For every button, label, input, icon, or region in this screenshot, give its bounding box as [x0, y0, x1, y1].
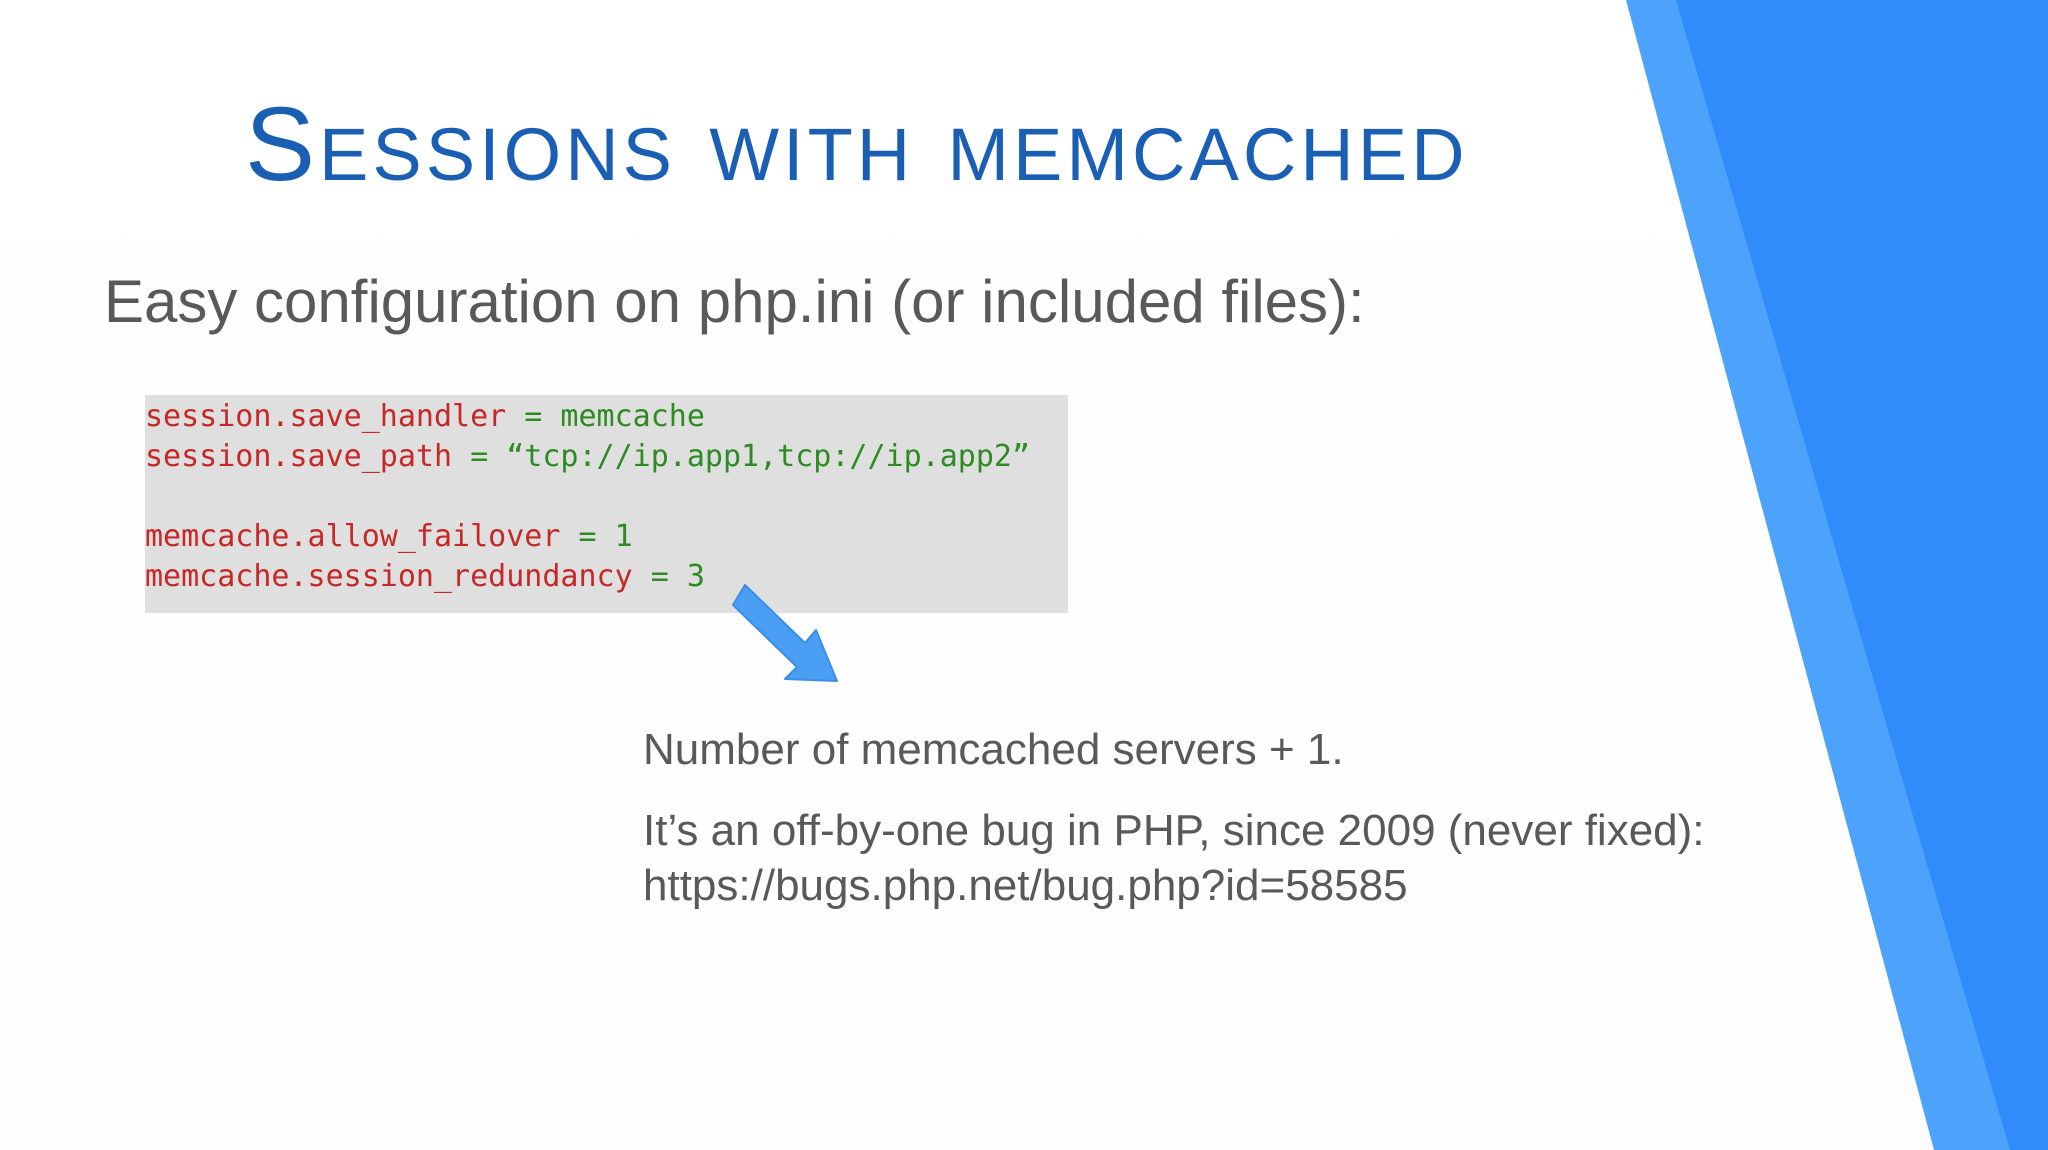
note-server-count: Number of memcached servers + 1. — [643, 725, 1344, 774]
code-key: memcache.session_redundancy — [145, 559, 633, 594]
code-line: memcache.session_redundancy = 3 — [145, 557, 1068, 597]
notes: Number of memcached servers + 1. It’s an… — [643, 722, 1705, 939]
code-line: memcache.allow_failover = 1 — [145, 517, 1068, 557]
slide-title: Sessions with memcached — [245, 86, 1469, 203]
bug-report-link[interactable]: https://bugs.php.net/bug.php?id=58585 — [643, 861, 1408, 910]
code-value: “tcp://ip.app1,tcp://ip.app2” — [506, 439, 1031, 474]
code-line: session.save_handler = memcache — [145, 397, 1068, 437]
code-block: session.save_handler = memcache session.… — [145, 395, 1068, 613]
code-key: session.save_handler — [145, 399, 507, 434]
code-key: memcache.allow_failover — [145, 519, 561, 554]
slide-subtitle: Easy configuration on php.ini (or includ… — [104, 268, 1365, 335]
code-operator: = — [632, 559, 687, 594]
code-operator: = — [452, 439, 507, 474]
code-value: memcache — [560, 399, 705, 434]
code-operator: = — [506, 399, 561, 434]
note-bug: It’s an off-by-one bug in PHP, since 200… — [643, 803, 1705, 913]
code-operator: = — [560, 519, 615, 554]
note-bug-text: It’s an off-by-one bug in PHP, since 200… — [643, 806, 1705, 855]
arrow-shape — [732, 584, 838, 682]
code-value: 1 — [614, 519, 633, 554]
accent-band-dark — [1676, 0, 2048, 1150]
code-key: session.save_path — [145, 439, 453, 474]
code-value: 3 — [686, 559, 705, 594]
code-line: session.save_path = “tcp://ip.app1,tcp:/… — [145, 437, 1068, 477]
